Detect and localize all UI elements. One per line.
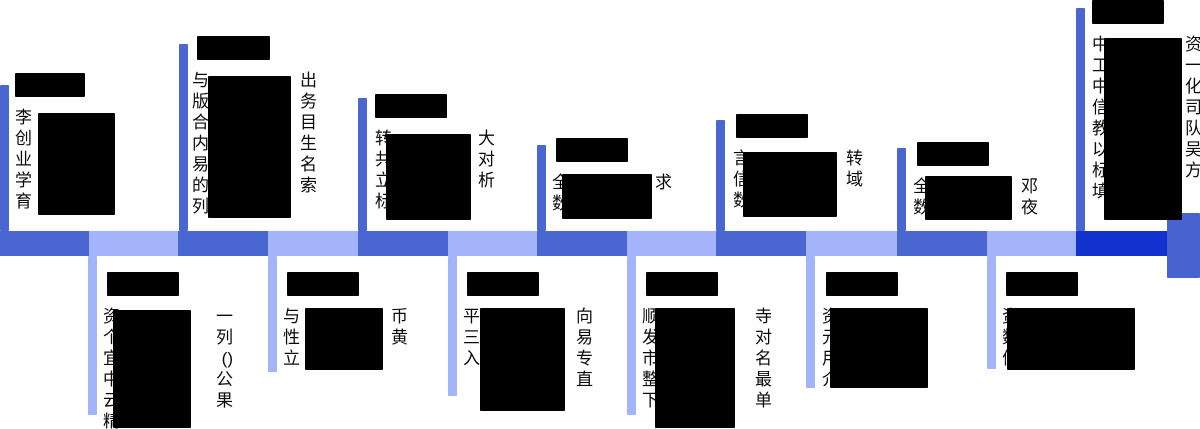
milestone-redaction-milestone-b1 (113, 310, 191, 428)
milestone-body-milestone-a1[interactable]: 李创业学育 (15, 103, 140, 228)
milestone-redaction-milestone-b5 (830, 308, 928, 388)
milestone-title-milestone-a3[interactable] (375, 94, 447, 118)
timeline-segment-6[interactable] (448, 231, 537, 256)
milestone-body-milestone-a2[interactable]: 与版合内易的列 出务目生名索 (192, 66, 317, 228)
connector-stem-milestone-a2 (179, 44, 188, 231)
milestone-body-milestone-a5[interactable]: 言信数转域 (733, 144, 863, 229)
milestone-visible-text-right-milestone-a6: 邓夜 (1021, 177, 1038, 217)
timeline-segment-9[interactable] (716, 231, 806, 256)
milestone-visible-text-right-milestone-b1: 一列()公果 (216, 307, 233, 410)
milestone-visible-text-right-milestone-a7: 资一化司队 吴方 (1185, 35, 1200, 180)
milestone-title-milestone-b2[interactable] (287, 272, 359, 296)
milestone-body-milestone-b6[interactable]: 资数信 (1002, 302, 1142, 382)
connector-stem-milestone-a4 (537, 145, 546, 231)
milestone-redaction-milestone-b6 (1007, 308, 1135, 370)
milestone-visible-text-left-milestone-b4: 顺发市整下 (642, 307, 659, 410)
milestone-body-milestone-b2[interactable]: 与性立 币黄 (283, 302, 408, 382)
connector-stem-milestone-b3 (448, 256, 457, 396)
milestone-visible-text-right-milestone-b4: 寺对名最单 (755, 307, 772, 410)
milestone-redaction-milestone-a1 (38, 113, 115, 215)
milestone-body-milestone-a4[interactable]: 全数求 (552, 168, 672, 228)
milestone-body-milestone-b5[interactable]: 资元用介 (822, 302, 952, 397)
milestone-redaction-milestone-b3 (480, 308, 565, 411)
timeline-endcap-marker (1167, 213, 1200, 278)
milestone-redaction-milestone-a5 (743, 152, 837, 217)
timeline-segment-12[interactable] (987, 231, 1076, 256)
milestone-body-milestone-a6[interactable]: 全数邓夜 (913, 172, 1038, 230)
connector-stem-milestone-b1 (88, 256, 97, 415)
milestone-redaction-milestone-a7 (1104, 38, 1182, 220)
connector-stem-milestone-a1 (0, 85, 9, 231)
milestone-redaction-milestone-b4 (655, 308, 735, 428)
milestone-title-milestone-b3[interactable] (467, 272, 539, 296)
timeline-segment-4[interactable] (268, 231, 358, 256)
milestone-visible-text-right-milestone-b3: 向易专直 (576, 307, 593, 389)
milestone-title-milestone-a5[interactable] (736, 114, 808, 138)
milestone-visible-text-right-milestone-a2: 出务目生名索 (300, 71, 317, 195)
milestone-title-milestone-b6[interactable] (1006, 272, 1078, 296)
timeline-segment-5[interactable] (358, 231, 448, 256)
milestone-visible-text-left-milestone-a1: 李创业学育 (15, 108, 32, 211)
milestone-body-milestone-b1[interactable]: 资个宜中云精一列()公果 (103, 302, 233, 429)
connector-stem-milestone-b4 (627, 256, 636, 415)
milestone-title-milestone-b4[interactable] (646, 272, 718, 296)
milestone-title-milestone-a2[interactable] (197, 36, 270, 60)
timeline-segment-8[interactable] (627, 231, 716, 256)
milestone-title-milestone-a7[interactable] (1092, 0, 1164, 24)
milestone-body-milestone-a3[interactable]: 转共立标大对析 (375, 124, 495, 229)
milestone-visible-text-right-milestone-a4: 求 (655, 173, 672, 192)
milestone-title-milestone-a4[interactable] (556, 138, 628, 162)
milestone-title-milestone-a6[interactable] (917, 142, 989, 166)
timeline-segment-11[interactable] (897, 231, 987, 256)
connector-stem-milestone-b5 (806, 256, 815, 388)
milestone-title-milestone-a1[interactable] (15, 73, 85, 97)
milestone-redaction-milestone-a4 (562, 174, 652, 219)
connector-stem-milestone-a7 (1076, 8, 1085, 231)
timeline-segment-7[interactable] (537, 231, 627, 256)
milestone-visible-text-right-milestone-a3: 大对析 (478, 129, 495, 190)
timeline-segment-10[interactable] (806, 231, 897, 256)
milestone-redaction-milestone-b2 (305, 308, 383, 370)
connector-stem-milestone-b2 (268, 256, 277, 372)
connector-stem-milestone-a5 (716, 120, 725, 231)
timeline-axis (0, 231, 1200, 256)
milestone-title-milestone-b5[interactable] (826, 272, 898, 296)
milestone-visible-text-left-milestone-a2: 与版合内易的列 (192, 71, 209, 216)
timeline-segment-2[interactable] (89, 231, 178, 256)
milestone-title-milestone-b1[interactable] (107, 272, 179, 296)
connector-stem-milestone-a6 (897, 148, 906, 231)
timeline-segment-3[interactable] (178, 231, 268, 256)
timeline-segment-13[interactable] (1076, 231, 1167, 256)
milestone-visible-text-right-milestone-b2: 币黄 (391, 307, 408, 347)
connector-stem-milestone-a3 (358, 98, 367, 231)
milestone-redaction-milestone-a6 (925, 176, 1012, 220)
milestone-visible-text-right-milestone-a5: 转域 (846, 149, 863, 189)
milestone-redaction-milestone-a2 (208, 76, 291, 218)
milestone-redaction-milestone-a3 (386, 134, 471, 220)
timeline-segment-1[interactable] (0, 231, 89, 256)
milestone-body-milestone-b4[interactable]: 顺发市整下 寺对名最单 (642, 302, 772, 428)
connector-stem-milestone-b6 (987, 256, 996, 369)
milestone-visible-text-left-milestone-b2: 与性立 (283, 307, 300, 368)
